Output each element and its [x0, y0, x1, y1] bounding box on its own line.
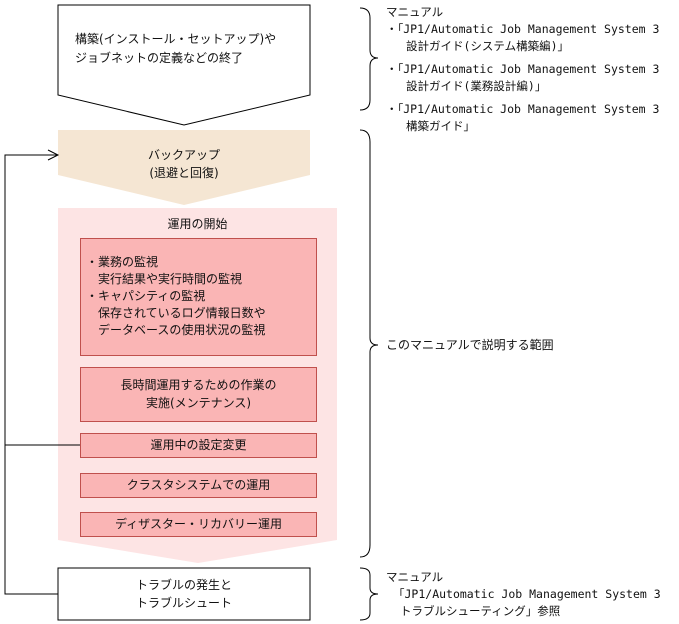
loop-line — [4, 154, 58, 595]
disaster-recovery-label: ディザスター・リカバリー運用 — [114, 517, 283, 531]
loop-arrowhead — [47, 149, 60, 161]
monitor-item1: ・業務の監視 — [86, 255, 159, 269]
start-box-line1: 構築(インストール・セットアップ)や — [75, 32, 277, 46]
start-shape — [57, 4, 311, 126]
settings-change-label: 運用中の設定変更 — [150, 438, 247, 452]
trouble-shape — [57, 567, 311, 621]
brace-middle — [359, 129, 379, 558]
operation-title: 運用の開始 — [167, 217, 228, 231]
trouble-line2: トラブルシュート — [135, 596, 232, 610]
monitor-item2: ・キャパシティの監視 — [86, 289, 206, 303]
ref1-line1: ・「JP1/Automatic Job Management System 3 — [386, 22, 660, 36]
cluster-label: クラスタシステムでの運用 — [126, 478, 271, 492]
backup-shape — [58, 130, 310, 205]
backup-line2: (退避と回復) — [149, 166, 219, 180]
ref1-line2: 設計ガイド(システム構築編)」 — [406, 39, 570, 53]
brace-top — [359, 7, 379, 111]
maintenance-line2: 実施(メンテナンス) — [145, 396, 252, 410]
ref3-line2: 構築ガイド」 — [406, 119, 475, 133]
monitor-item1-sub: 実行結果や実行時間の監視 — [98, 272, 243, 286]
right-top-heading: マニュアル — [386, 5, 444, 19]
disaster-recovery-box — [80, 512, 317, 537]
start-box-line2: ジョブネットの定義などの終了 — [75, 51, 244, 65]
settings-change-box — [80, 433, 317, 458]
brace-bottom — [359, 567, 379, 621]
trouble-ref-line2: トラブルシューティング」参照 — [400, 604, 561, 618]
maintenance-box — [80, 367, 317, 422]
trouble-line1: トラブルの発生と — [135, 578, 232, 592]
right-bottom-heading: マニュアル — [386, 570, 444, 584]
monitor-item2-sub2: データベースの使用状況の監視 — [98, 323, 266, 337]
monitor-item2-sub1: 保存されているログ情報日数や — [98, 306, 266, 320]
maintenance-line1: 長時間運用するための作業の — [120, 378, 277, 392]
cluster-box — [80, 473, 317, 498]
monitoring-box — [80, 238, 317, 356]
manual-scope-label: このマニュアルで説明する範囲 — [386, 338, 554, 352]
trouble-ref-line1: 「JP1/Automatic Job Management System 3 — [393, 587, 661, 601]
ref2-line2: 設計ガイド(業務設計編)」 — [406, 79, 547, 93]
backup-line1: バックアップ — [147, 148, 220, 162]
ref3-line1: ・「JP1/Automatic Job Management System 3 — [386, 102, 660, 116]
ref2-line1: ・「JP1/Automatic Job Management System 3 — [386, 62, 660, 76]
